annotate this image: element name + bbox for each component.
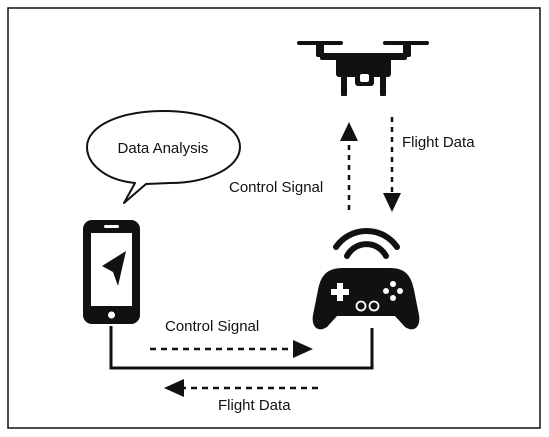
- phone-control-signal-label: Control Signal: [165, 318, 259, 335]
- navigation-arrow-icon: [102, 251, 126, 286]
- data-analysis-bubble: Data Analysis: [86, 110, 241, 204]
- smartphone-icon: [83, 220, 140, 324]
- drone-flight-data-label: Flight Data: [402, 134, 475, 151]
- drone-control-signal-label: Control Signal: [229, 179, 323, 196]
- bubble-label: Data Analysis: [118, 140, 209, 157]
- wifi-icon: [333, 228, 400, 259]
- flight-data-left-arrow-head: [164, 379, 184, 397]
- phone-flight-data-label: Flight Data: [218, 397, 291, 414]
- drone-icon: [297, 41, 429, 96]
- phone-controller-wire: [109, 326, 374, 370]
- gamepad-icon: [312, 268, 420, 330]
- flight-data-down-arrow-head: [383, 193, 401, 212]
- control-signal-right-arrow-head: [293, 340, 313, 358]
- diagram-frame: [7, 7, 541, 429]
- control-signal-up-arrow-head: [340, 122, 358, 141]
